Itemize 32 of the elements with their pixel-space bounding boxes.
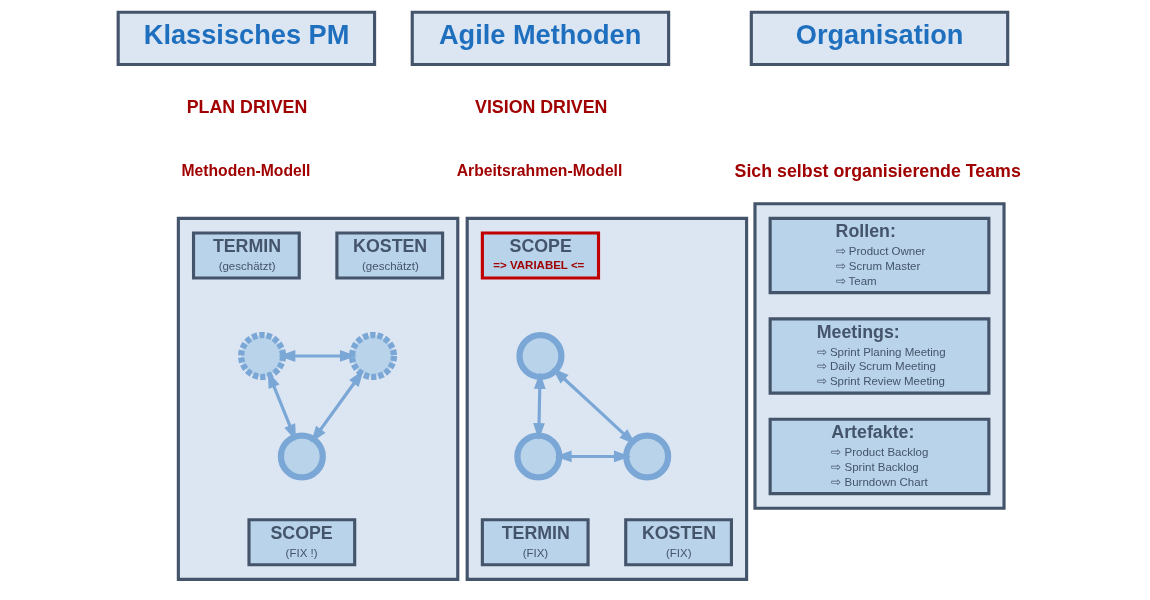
node-circle xyxy=(348,331,397,381)
label: VISION DRIVEN xyxy=(474,96,607,117)
node-circle xyxy=(622,432,671,481)
arrow xyxy=(554,450,631,463)
node-box: Organisation xyxy=(749,10,1009,67)
arrow xyxy=(310,369,364,443)
node-box: Rollen: ⇨ Product Owner ⇨ Scrum Master ⇨ Team xyxy=(768,216,990,295)
node-box: KOSTEN (geschätzt) xyxy=(334,231,444,280)
node-box: KOSTEN (FIX) xyxy=(623,518,733,567)
arrow xyxy=(532,372,546,440)
node-box: SCOPE => VARIABEL <= xyxy=(480,231,600,280)
node-circle xyxy=(237,331,286,381)
node-box: TERMIN (geschätzt) xyxy=(191,231,301,280)
cluster xyxy=(176,216,459,581)
node-circle xyxy=(277,432,326,481)
cluster xyxy=(752,202,1006,510)
arrow xyxy=(267,371,296,442)
node-box: SCOPE (FIX !) xyxy=(246,518,356,567)
node-box: Agile Methoden xyxy=(410,10,670,67)
arrow xyxy=(278,350,357,362)
node-box: Meetings: ⇨ Sprint Planing Meeting ⇨ Daily Scrum Meeting ⇨ Sprint Review Meeting xyxy=(768,317,990,395)
node-box: Klassisches PM xyxy=(116,10,376,67)
node-box: Artefakte: ⇨ Product Backlog ⇨ Sprint Backlog ⇨ Burndown Chart xyxy=(768,417,990,496)
cluster xyxy=(465,216,748,581)
arrow xyxy=(551,367,636,445)
node-circle xyxy=(515,331,564,381)
label: PLAN DRIVEN xyxy=(186,96,307,117)
label: Methoden-Modell xyxy=(181,161,310,179)
label: Sich selbst organisierende Teams xyxy=(734,160,1021,181)
node-circle xyxy=(513,432,562,481)
label: Arbeitsrahmen-Modell xyxy=(456,161,622,179)
node-box: TERMIN (FIX) xyxy=(480,518,590,567)
